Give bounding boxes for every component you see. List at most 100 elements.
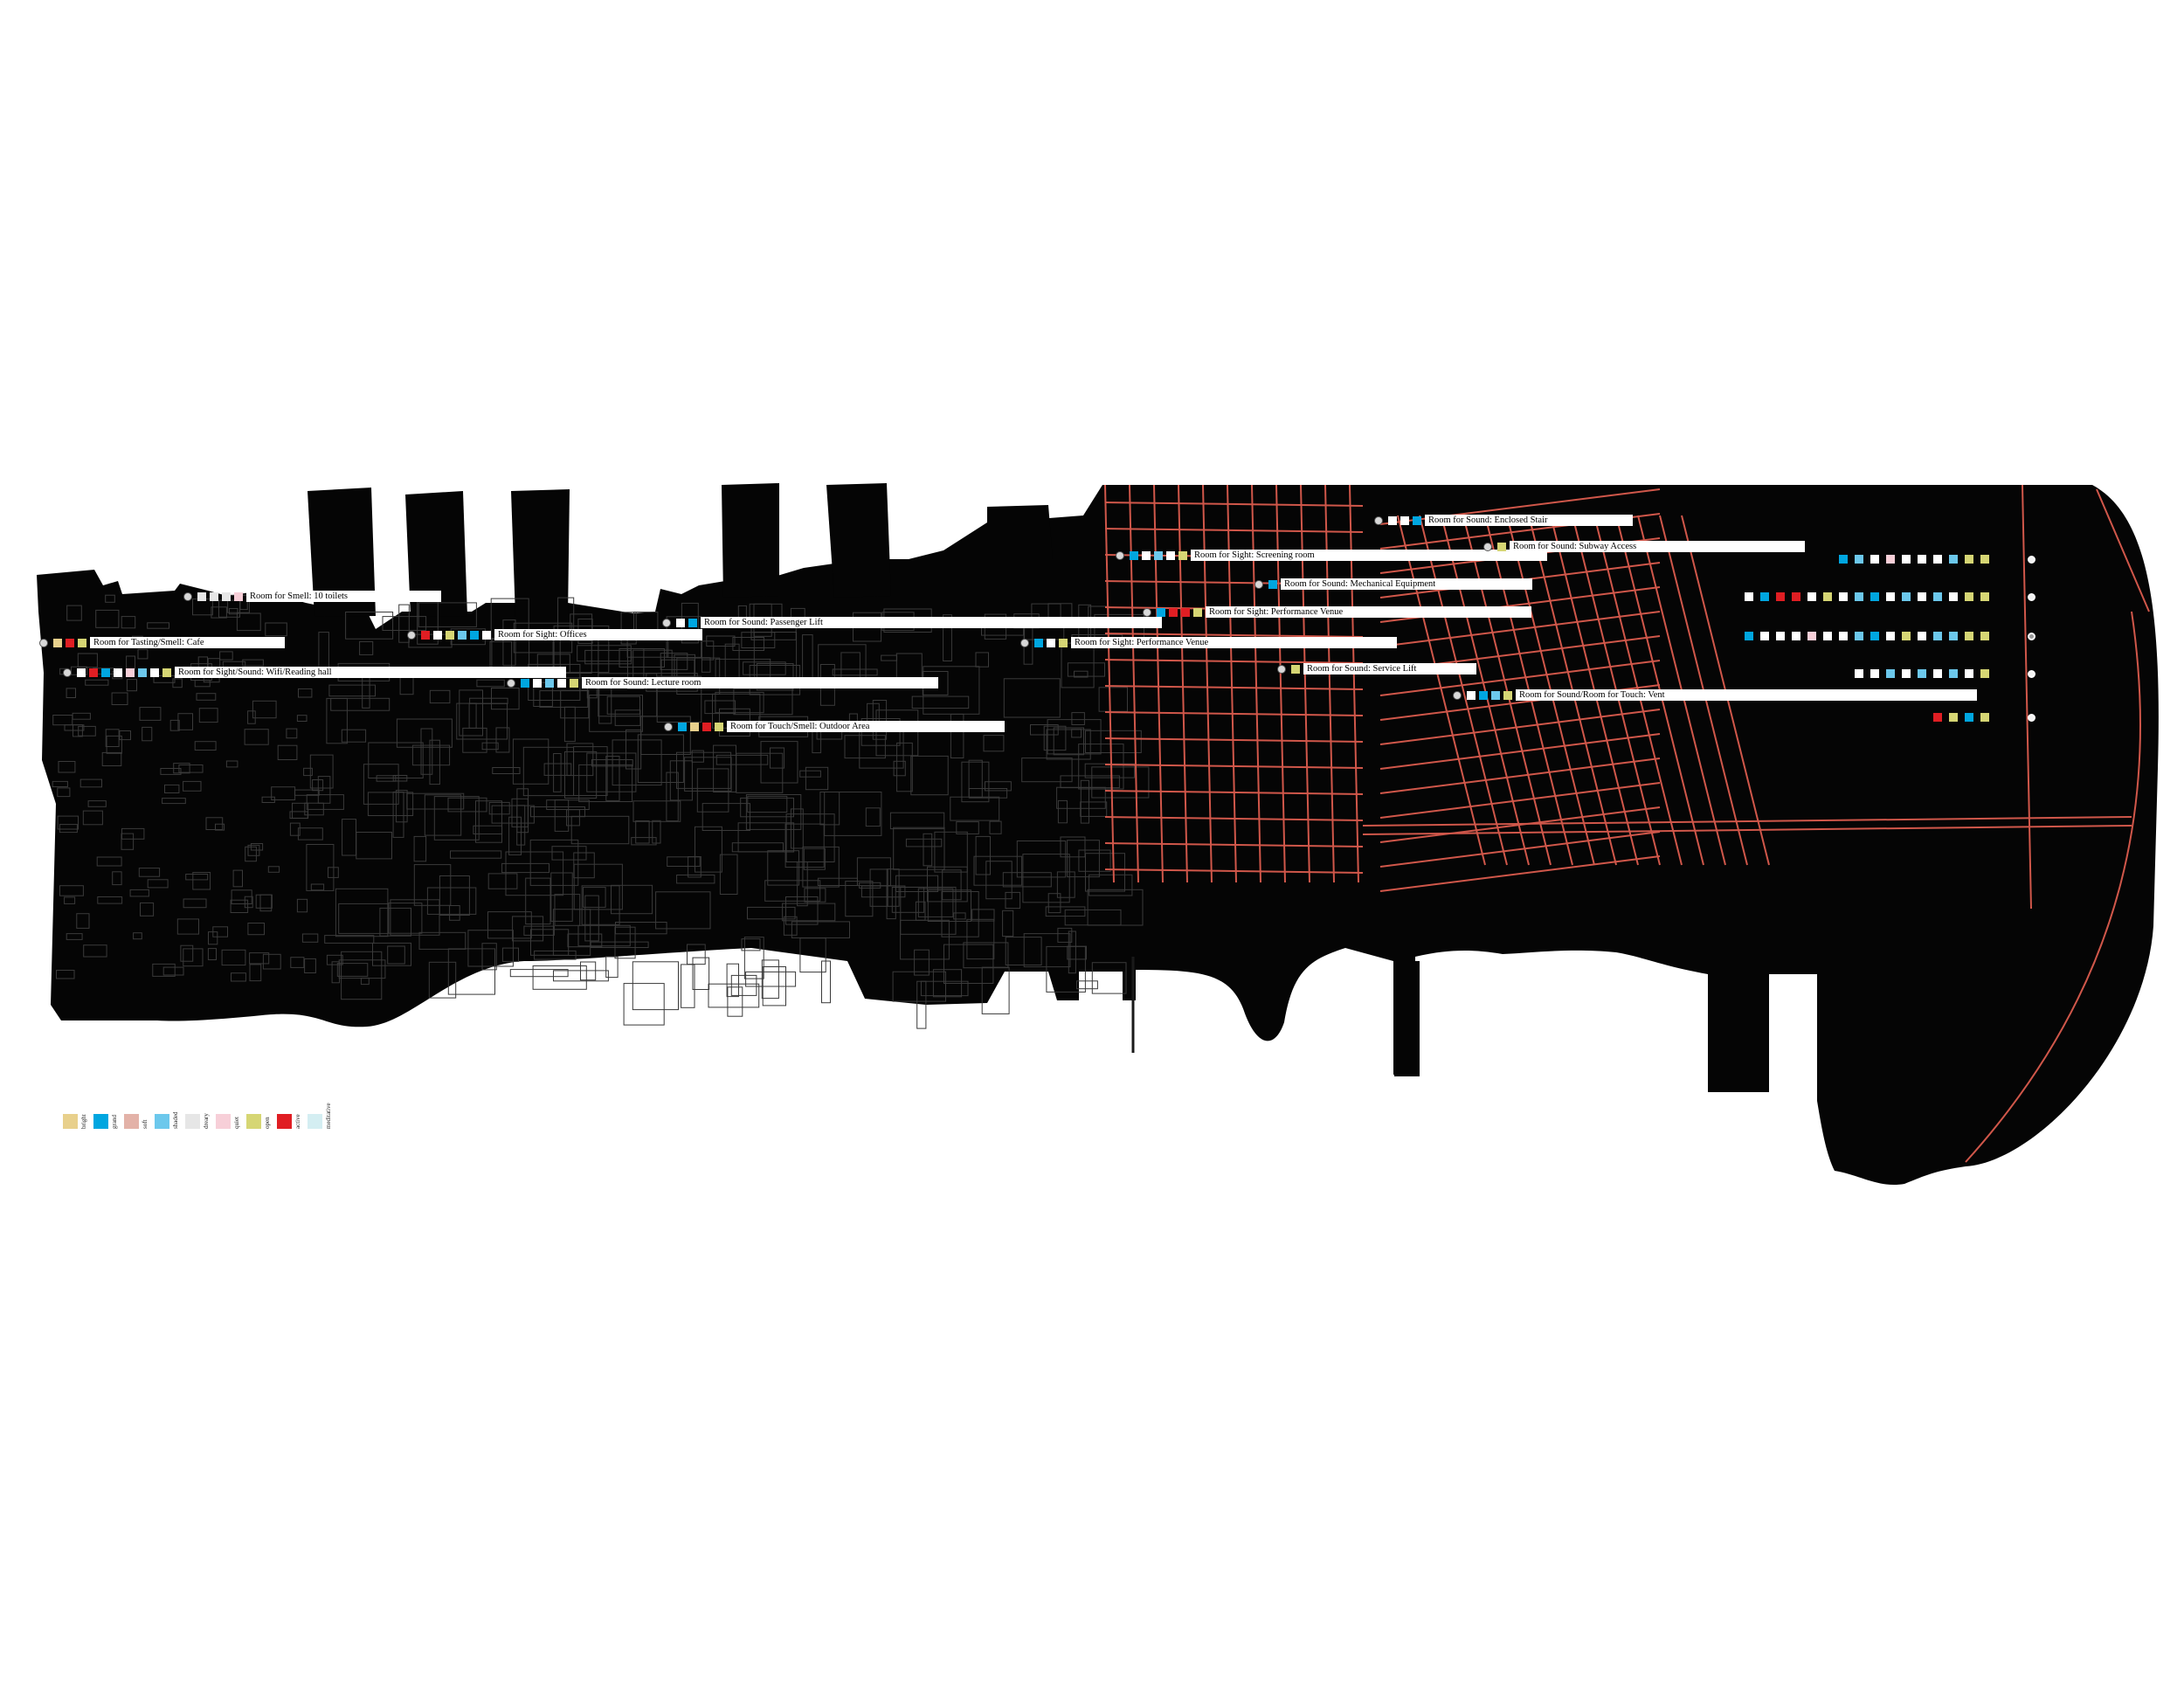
parcel xyxy=(564,751,598,799)
attribute-swatch xyxy=(545,678,554,688)
parcel xyxy=(669,760,693,801)
parcel xyxy=(194,741,217,751)
parcel xyxy=(447,797,487,813)
room-tag-sound-mechanical[interactable]: Room for Sound: Mechanical Equipment xyxy=(1254,578,1532,590)
parcel xyxy=(726,963,739,998)
attribute-swatch xyxy=(533,678,542,688)
street xyxy=(1104,502,1364,507)
room-tag-sound-touch-vent[interactable]: Room for Sound/Room for Touch: Vent xyxy=(1453,689,1977,701)
parcel xyxy=(911,695,970,709)
parcel xyxy=(58,761,76,773)
room-label: Room for Sight: Screening room xyxy=(1191,550,1547,561)
parcel xyxy=(985,781,1012,792)
parcel xyxy=(267,866,280,873)
legend-swatch xyxy=(124,1114,139,1129)
room-tag-sound-service-lift[interactable]: Room for Sound: Service Lift xyxy=(1277,663,1476,675)
street xyxy=(1104,868,1364,874)
matrix-row xyxy=(1745,631,2035,641)
room-tag-sight-performance-2[interactable]: Room for Sight: Performance Venue xyxy=(1143,606,1531,618)
attribute-swatch xyxy=(1886,592,1895,601)
legend-label: grand xyxy=(111,1115,118,1129)
location-pin-icon[interactable] xyxy=(183,591,192,601)
location-pin-icon[interactable] xyxy=(1277,664,1286,674)
room-tag-smell-toilets[interactable]: Room for Smell: 10 toilets xyxy=(183,591,441,602)
attribute-swatch xyxy=(1918,669,1926,678)
room-tag-sight-screening[interactable]: Room for Sight: Screening room xyxy=(1116,550,1547,561)
parcel xyxy=(916,980,927,1029)
parcel xyxy=(244,896,253,909)
street xyxy=(1104,816,1364,821)
parcel xyxy=(296,898,308,913)
parcel xyxy=(821,960,831,1004)
parcel xyxy=(872,700,888,740)
parcel xyxy=(605,956,619,979)
location-pin-icon[interactable] xyxy=(1116,550,1124,560)
location-pin-icon[interactable] xyxy=(1020,638,1029,647)
parcel xyxy=(207,948,217,960)
location-pin-icon[interactable] xyxy=(39,638,48,647)
legend-item-dreary: dreary xyxy=(185,1103,216,1129)
location-pin-icon[interactable] xyxy=(1143,607,1151,617)
attribute-swatch xyxy=(688,618,697,627)
location-pin-icon[interactable] xyxy=(1453,690,1462,700)
room-tag-sound-lecture[interactable]: Room for Sound: Lecture room xyxy=(507,677,938,688)
location-pin-icon[interactable] xyxy=(507,678,515,688)
parcel xyxy=(1071,712,1085,725)
parcel xyxy=(255,894,273,909)
parcel xyxy=(1043,725,1067,751)
parcel xyxy=(169,719,180,731)
parcel xyxy=(290,957,305,968)
matrix-row xyxy=(1745,591,2035,602)
location-pin-icon[interactable] xyxy=(1254,579,1263,589)
room-tag-sight-performance-1[interactable]: Room for Sight: Performance Venue xyxy=(1020,637,1397,648)
row-marker-icon[interactable] xyxy=(2028,632,2035,640)
attribute-swatch xyxy=(1855,555,1863,564)
attribute-swatch xyxy=(446,630,454,640)
attribute-swatch xyxy=(1388,515,1397,525)
street xyxy=(1379,831,1661,868)
room-tag-sight-sound-wifi[interactable]: Room for Sight/Sound: Wifi/Reading hall xyxy=(63,667,566,678)
row-marker-icon[interactable] xyxy=(2028,555,2035,564)
room-label: Room for Sound/Room for Touch: Vent xyxy=(1516,689,1977,701)
attribute-swatch xyxy=(1157,607,1165,617)
location-pin-icon[interactable] xyxy=(664,722,673,731)
location-pin-icon[interactable] xyxy=(63,668,72,677)
parcel xyxy=(782,903,836,922)
attribute-swatch xyxy=(433,630,442,640)
location-pin-icon[interactable] xyxy=(407,630,416,640)
location-pin-icon[interactable] xyxy=(662,618,671,627)
parcel xyxy=(1078,744,1124,790)
row-marker-icon[interactable] xyxy=(2028,669,2035,678)
attribute-swatch xyxy=(715,722,723,731)
row-marker-icon[interactable] xyxy=(2028,592,2035,601)
room-tag-sound-subway[interactable]: Room for Sound: Subway Access xyxy=(1483,541,1805,552)
parcel xyxy=(119,730,131,741)
attribute-swatch xyxy=(1467,690,1476,700)
parcel xyxy=(247,710,256,724)
parcel xyxy=(570,613,593,641)
attribute-swatch xyxy=(1400,515,1409,525)
parcel xyxy=(450,850,502,859)
parcel xyxy=(304,802,324,816)
street xyxy=(1379,733,1661,770)
parcel xyxy=(620,612,637,645)
room-tag-sound-passenger-lift[interactable]: Room for Sound: Passenger Lift xyxy=(662,617,1162,628)
street xyxy=(1462,515,1552,866)
room-tag-touch-smell-outdoor[interactable]: Room for Touch/Smell: Outdoor Area xyxy=(664,721,1005,732)
street xyxy=(1104,633,1364,638)
location-pin-icon[interactable] xyxy=(1483,542,1492,551)
parcel xyxy=(228,608,238,615)
parcel xyxy=(701,657,711,673)
parcel xyxy=(696,768,729,813)
location-pin-icon[interactable] xyxy=(1374,515,1383,525)
parcel xyxy=(550,872,573,922)
room-tag-sound-enclosed-stair[interactable]: Room for Sound: Enclosed Stair xyxy=(1374,515,1633,526)
parcel xyxy=(413,835,427,862)
parcel xyxy=(502,619,516,667)
parcel xyxy=(553,625,610,674)
row-marker-icon[interactable] xyxy=(2028,713,2035,722)
room-tag-tasting-cafe[interactable]: Room for Tasting/Smell: Cafe xyxy=(39,637,285,648)
room-tag-sight-offices[interactable]: Room for Sight: Offices xyxy=(407,629,702,640)
parcel xyxy=(73,724,83,737)
parcel xyxy=(745,971,797,987)
